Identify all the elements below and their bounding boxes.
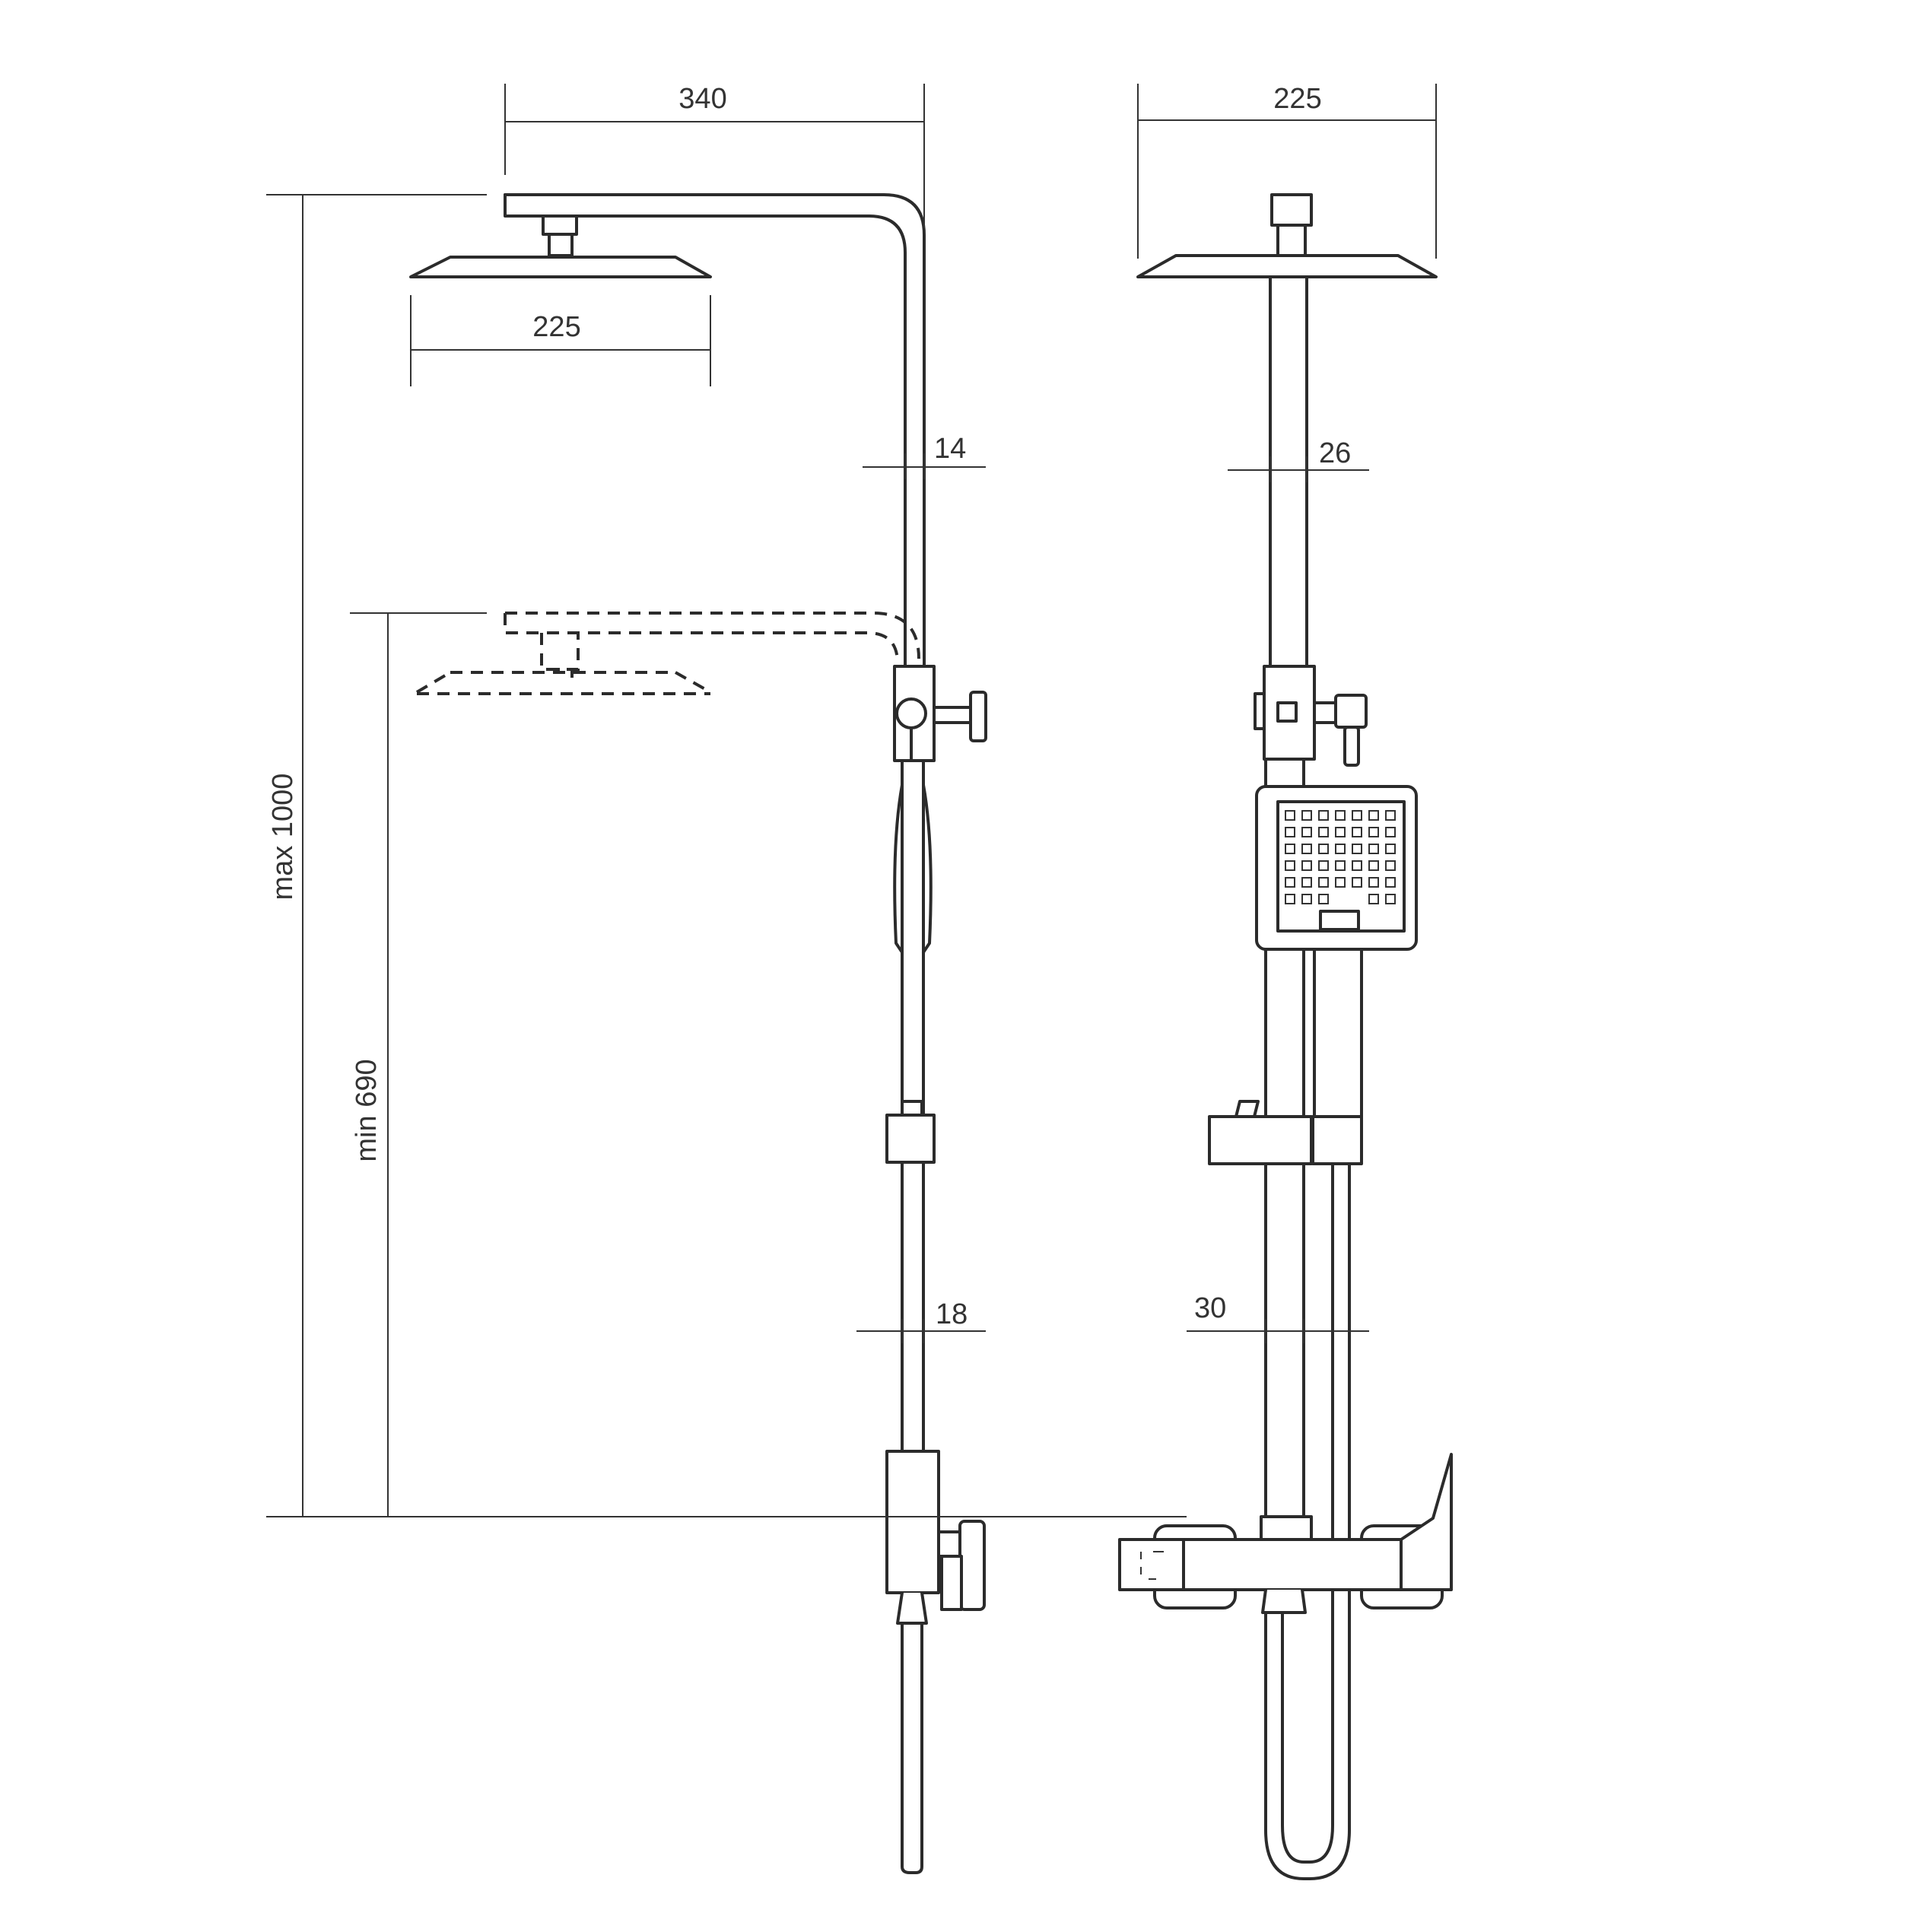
nozzle	[1318, 877, 1329, 888]
nozzle	[1335, 877, 1346, 888]
dim-upper-pipe-front: 26	[1319, 437, 1351, 469]
nozzle	[1301, 844, 1312, 854]
nozzle	[1335, 860, 1346, 871]
nozzle	[1318, 827, 1329, 837]
nozzle	[1385, 860, 1396, 871]
front-rain-head	[1136, 254, 1438, 278]
nozzle	[1285, 810, 1295, 821]
front-mixer-lever	[1400, 1453, 1453, 1591]
nozzle	[1368, 827, 1379, 837]
side-hand-shower-inner	[922, 783, 933, 954]
side-diverter-lever-stem	[933, 706, 972, 724]
nozzle	[1368, 894, 1379, 904]
nozzle	[1285, 877, 1295, 888]
front-diverter-lever-down	[1343, 726, 1360, 767]
front-hose-outlet	[1261, 1588, 1307, 1614]
nozzle	[1352, 844, 1362, 854]
front-hand-shower-face	[1276, 800, 1406, 933]
side-head-connector-base	[548, 233, 574, 257]
nozzle	[1301, 827, 1312, 837]
side-mixer-knob	[958, 1520, 986, 1611]
nozzle	[1352, 810, 1362, 821]
nozzle	[1335, 827, 1346, 837]
nozzle	[1318, 860, 1329, 871]
side-overhead-arm-inner	[504, 193, 907, 671]
nozzle	[1385, 844, 1396, 854]
dim-max-height: max 1000	[267, 774, 299, 901]
side-view	[409, 193, 987, 1874]
nozzle	[1301, 877, 1312, 888]
nozzle	[1335, 844, 1346, 854]
front-upper-pipe	[1269, 275, 1308, 668]
front-diverter-lever	[1334, 694, 1368, 729]
side-slider-clip	[901, 1100, 923, 1117]
side-slider	[885, 1114, 936, 1164]
front-mixer-body	[1182, 1538, 1419, 1591]
nozzle	[1318, 810, 1329, 821]
nozzle	[1301, 894, 1312, 904]
dim-head-width-front: 225	[1273, 83, 1321, 115]
front-hand-shower-handle	[1313, 948, 1363, 1118]
side-hose-outlet	[896, 1591, 928, 1625]
front-diverter-square	[1276, 701, 1298, 723]
nozzle	[1352, 877, 1362, 888]
front-hose	[1281, 1162, 1334, 1864]
front-view	[1118, 193, 1453, 1880]
side-mixer-knob-cap	[940, 1555, 963, 1611]
front-slider	[1208, 1115, 1313, 1165]
nozzle	[1385, 810, 1396, 821]
side-rain-head	[409, 256, 712, 278]
nozzle	[1301, 860, 1312, 871]
nozzle	[1285, 894, 1295, 904]
nozzle	[1352, 827, 1362, 837]
dim-lower-pipe-front: 30	[1194, 1292, 1226, 1324]
side-diverter-lever	[969, 691, 987, 742]
nozzle	[1285, 844, 1295, 854]
front-thermostat-knob	[1118, 1538, 1185, 1591]
front-head-connector	[1270, 193, 1313, 227]
nozzle	[1285, 827, 1295, 837]
front-diverter-left-tab	[1254, 692, 1266, 730]
side-hand-shower	[893, 783, 904, 954]
dim-upper-pipe-side: 14	[934, 433, 966, 465]
side-hose	[901, 1622, 923, 1874]
nozzle	[1368, 877, 1379, 888]
nozzle	[1301, 810, 1312, 821]
front-head-connector-lower	[1276, 224, 1307, 257]
side-overhead-arm	[504, 193, 926, 671]
dim-head-width-side: 225	[532, 311, 580, 343]
nozzle	[1368, 844, 1379, 854]
side-lowered-head-dashed	[415, 612, 920, 695]
front-diverter-block	[1263, 665, 1316, 761]
nozzle	[1385, 827, 1396, 837]
nozzle	[1368, 810, 1379, 821]
dim-arm-length: 340	[678, 83, 726, 115]
nozzle	[1318, 894, 1329, 904]
front-thermostat-marks	[1140, 1551, 1164, 1580]
front-hand-shower-nozzles	[1285, 810, 1396, 904]
dim-min-height: min 690	[351, 1059, 383, 1161]
front-pipe-nut	[1260, 1515, 1313, 1541]
side-mixer-body	[885, 1450, 940, 1594]
nozzle	[1352, 860, 1362, 871]
nozzle	[1335, 810, 1346, 821]
front-holder	[1311, 1115, 1363, 1165]
nozzle	[1385, 877, 1396, 888]
side-diverter-knob-hub	[895, 697, 927, 729]
nozzle	[1368, 860, 1379, 871]
dimension-lines	[266, 84, 1437, 1517]
side-head-connector	[542, 214, 578, 236]
nozzle	[1385, 894, 1396, 904]
nozzle	[1318, 844, 1329, 854]
front-hose-inner	[1264, 1162, 1351, 1880]
front-diverter-stem	[1313, 701, 1337, 724]
nozzle	[1285, 860, 1295, 871]
front-hand-shower-button	[1319, 910, 1360, 931]
dim-lower-pipe-side: 18	[936, 1298, 968, 1330]
